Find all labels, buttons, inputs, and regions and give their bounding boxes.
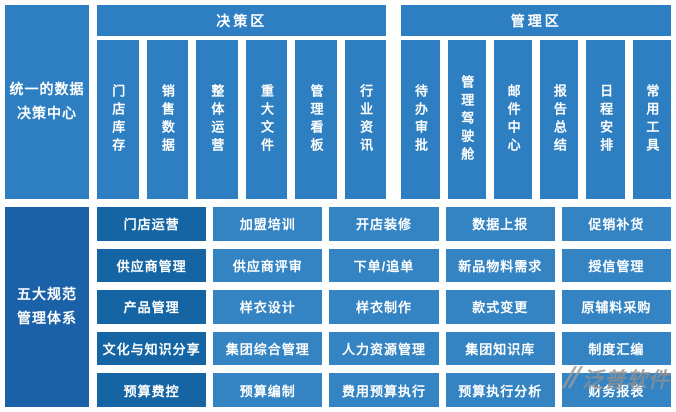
column-label: 日程安排 <box>598 83 614 156</box>
column-label: 常用工具 <box>644 83 660 156</box>
cell-sample-design: 样衣设计 <box>213 290 323 324</box>
column-industry-news: 行业资讯 <box>344 40 387 199</box>
unified-data-decision-center-label: 统一的数据 决策中心 <box>5 5 89 199</box>
cell-order-tracking: 下单/追单 <box>329 248 439 283</box>
cell-group-knowledge-base: 集团知识库 <box>445 331 555 366</box>
column-schedule: 日程安排 <box>586 40 625 199</box>
column-common-tools: 常用工具 <box>632 40 671 199</box>
module-grid: 门店运营 加盟培训 开店装修 数据上报 促销补货 供应商管理 供应商评审 下单/… <box>97 207 671 407</box>
cell-hr-management: 人力资源管理 <box>329 331 439 366</box>
column-major-documents: 重大文件 <box>245 40 288 199</box>
cell-store-decoration: 开店装修 <box>329 207 439 241</box>
cell-budget-control: 预算费控 <box>97 373 207 407</box>
column-label: 报告总结 <box>551 83 567 156</box>
cell-sample-making: 样衣制作 <box>329 290 439 324</box>
cell-financial-statements: 财务报表 <box>561 373 671 407</box>
cell-budget-preparation: 预算编制 <box>213 373 323 407</box>
cell-promo-replenishment: 促销补货 <box>561 207 671 241</box>
column-management-dashboard: 管理看板 <box>295 40 337 199</box>
sidebar-line: 管理体系 <box>17 310 77 326</box>
sidebar-line: 决策中心 <box>17 105 77 121</box>
column-label: 邮件中心 <box>505 83 521 156</box>
cell-product-management: 产品管理 <box>97 290 207 324</box>
cell-franchise-training: 加盟培训 <box>213 207 323 241</box>
column-label: 管理看板 <box>308 83 324 156</box>
cell-culture-knowledge-sharing: 文化与知识分享 <box>97 331 207 366</box>
cell-supplier-management: 供应商管理 <box>97 248 207 283</box>
cell-supplier-review: 供应商评审 <box>213 248 323 283</box>
decision-zone: 决策区 门店库存 销售数据 整体运营 重大文件 管理看板 行业资讯 <box>97 5 387 199</box>
column-label: 重大文件 <box>258 83 274 156</box>
cell-rules-compilation: 制度汇编 <box>561 331 671 366</box>
cell-group-general-management: 集团综合管理 <box>213 331 323 366</box>
column-label: 管理驾驶舱 <box>459 74 475 165</box>
management-system-section: 五大规范 管理体系 门店运营 加盟培训 开店装修 数据上报 促销补货 供应商管理… <box>5 207 671 407</box>
column-management-cockpit: 管理驾驶舱 <box>447 40 486 199</box>
cell-style-change: 款式变更 <box>445 290 555 324</box>
cell-store-operations: 门店运营 <box>97 207 207 241</box>
cell-raw-material-purchase: 原辅料采购 <box>561 290 671 324</box>
column-label: 整体运营 <box>209 83 225 156</box>
cell-budget-execution-analysis: 预算执行分析 <box>445 373 555 407</box>
cell-data-reporting: 数据上报 <box>445 207 555 241</box>
column-overall-operations: 整体运营 <box>196 40 238 199</box>
cell-expense-budget-execution: 费用预算执行 <box>329 373 439 407</box>
management-zone-header: 管理区 <box>401 5 671 36</box>
column-todo-approval: 待办审批 <box>401 40 440 199</box>
column-mail-center: 邮件中心 <box>493 40 533 199</box>
cell-credit-management: 授信管理 <box>561 248 671 283</box>
cell-new-material-demand: 新品物料需求 <box>445 248 555 283</box>
column-sales-data: 销售数据 <box>146 40 189 199</box>
management-zone: 管理区 待办审批 管理驾驶舱 邮件中心 报告总结 日程安排 常用工具 <box>401 5 671 199</box>
column-report-summary: 报告总结 <box>540 40 579 199</box>
management-zone-title: 管理区 <box>510 12 562 29</box>
column-label: 门店库存 <box>110 83 126 156</box>
five-standards-label: 五大规范 管理体系 <box>5 207 89 407</box>
column-label: 行业资讯 <box>358 83 374 156</box>
decision-center-section: 统一的数据 决策中心 决策区 门店库存 销售数据 整体运营 重大文件 管理看板 … <box>5 5 671 199</box>
column-label: 待办审批 <box>413 83 429 156</box>
decision-zone-columns: 门店库存 销售数据 整体运营 重大文件 管理看板 行业资讯 <box>97 40 387 199</box>
sidebar-line: 统一的数据 <box>9 81 85 98</box>
sidebar-line: 五大规范 <box>17 286 77 303</box>
management-zone-columns: 待办审批 管理驾驶舱 邮件中心 报告总结 日程安排 常用工具 <box>401 40 671 199</box>
decision-zone-title: 决策区 <box>216 12 268 29</box>
decision-zone-header: 决策区 <box>97 5 387 36</box>
column-store-inventory: 门店库存 <box>97 40 139 199</box>
column-label: 销售数据 <box>159 83 175 156</box>
